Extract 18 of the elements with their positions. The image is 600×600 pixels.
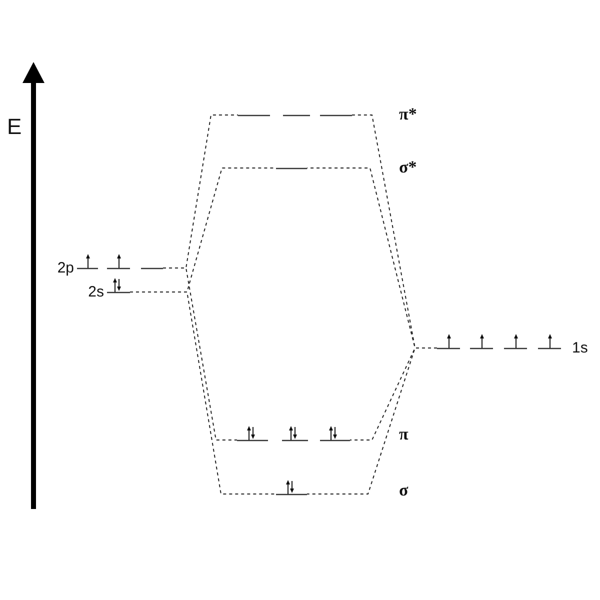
- level-label: σ*: [399, 158, 417, 176]
- correlation-line: [306, 348, 438, 494]
- energy-level: [107, 276, 130, 294]
- energy-level: [77, 252, 163, 270]
- level-label: 2p: [57, 260, 74, 276]
- level-label: 1s: [572, 340, 588, 356]
- correlation-line: [130, 292, 276, 494]
- level-label: π: [399, 426, 408, 442]
- energy-level: [237, 424, 350, 442]
- energy-level: [276, 166, 307, 170]
- energy-level: [276, 478, 307, 496]
- energy-level: [437, 332, 561, 350]
- level-label: 2s: [88, 284, 104, 300]
- energy-level: [238, 114, 352, 116]
- level-label: π*: [399, 106, 417, 122]
- correlation-line: [162, 268, 238, 440]
- level-label: σ: [399, 482, 408, 498]
- axis-label: E: [7, 116, 22, 138]
